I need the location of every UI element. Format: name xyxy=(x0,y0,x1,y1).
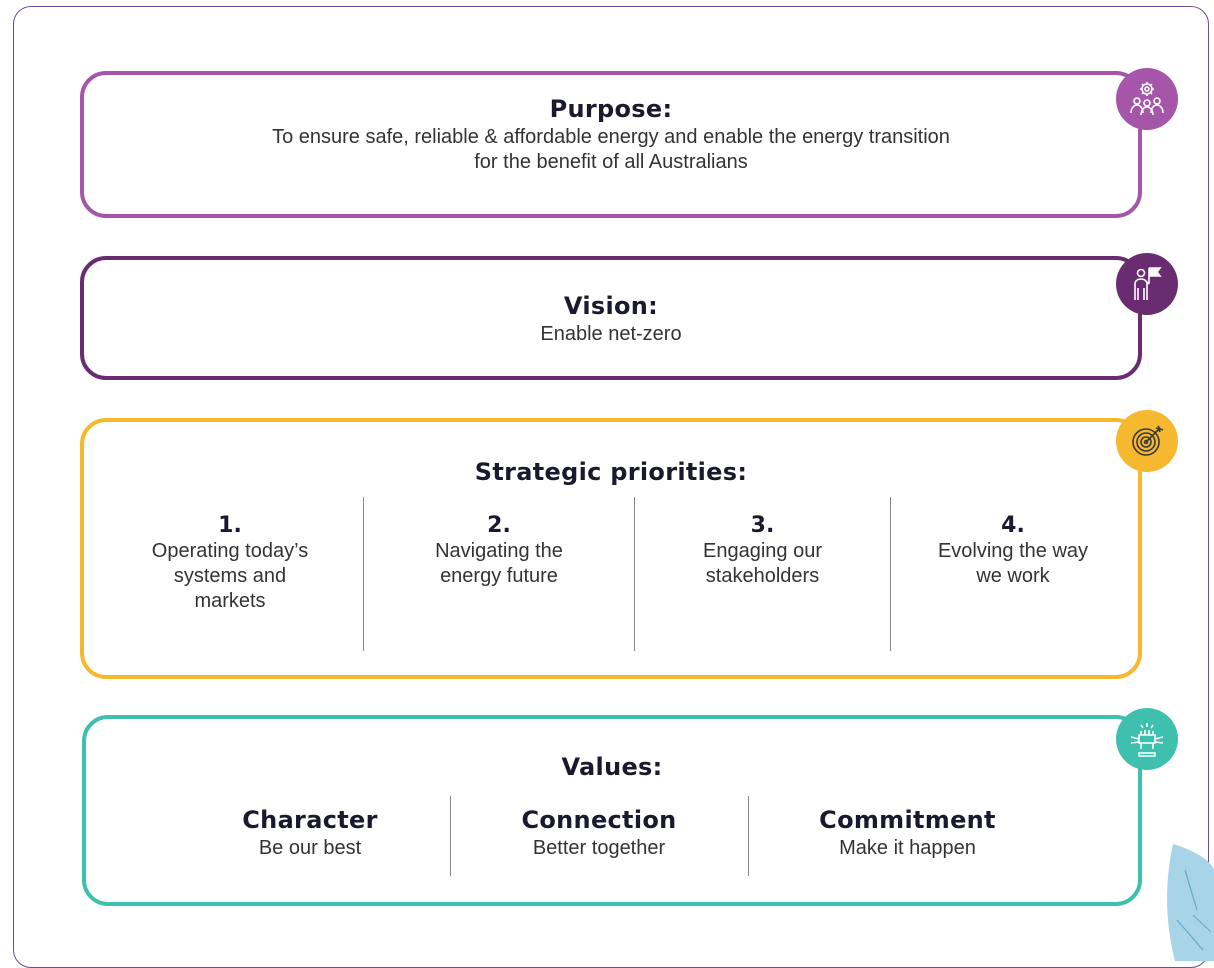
priorities-title: Strategic priorities: xyxy=(474,458,748,486)
purpose-line-1: To ensure safe, reliable & affordable en… xyxy=(272,126,950,148)
values-title: Values: xyxy=(561,753,663,781)
priority-3-line-1: Engaging our xyxy=(703,540,822,562)
priorities-divider-2 xyxy=(634,497,635,651)
purpose-title: Purpose: xyxy=(549,95,673,123)
priorities-divider-1 xyxy=(363,497,364,651)
person-flag-icon xyxy=(1116,253,1178,315)
priority-2-number: 2. xyxy=(487,513,511,538)
vision-title: Vision: xyxy=(563,292,659,320)
value-commitment-desc: Make it happen xyxy=(839,837,976,859)
priorities-divider-3 xyxy=(890,497,891,651)
vision-text: Enable net-zero xyxy=(540,323,682,345)
priority-2-line-2: energy future xyxy=(440,565,558,587)
priority-1: 1. Operating today’s systems and markets xyxy=(110,513,350,614)
value-connection-name: Connection xyxy=(521,806,677,834)
priority-3-line-2: stakeholders xyxy=(705,565,820,587)
priority-2: 2. Navigating the energy future xyxy=(378,513,620,589)
values-divider-1 xyxy=(450,796,451,876)
priority-1-line-2: systems and xyxy=(173,565,287,587)
value-character-name: Character xyxy=(242,806,378,834)
priority-1-number: 1. xyxy=(218,513,242,538)
people-gear-icon xyxy=(1116,68,1178,130)
leaf-decoration-icon xyxy=(1167,844,1214,961)
priority-1-line-3: markets xyxy=(194,590,266,612)
target-icon xyxy=(1116,410,1178,472)
value-commitment-name: Commitment xyxy=(819,806,996,834)
priority-4: 4. Evolving the way we work xyxy=(900,513,1126,589)
priority-3: 3. Engaging our stakeholders xyxy=(645,513,880,589)
priorities-card: Strategic priorities: xyxy=(80,418,1142,679)
priority-1-line-1: Operating today’s xyxy=(151,540,309,562)
value-commitment: Commitment Make it happen xyxy=(780,805,1035,861)
values-divider-2 xyxy=(748,796,749,876)
priority-4-line-1: Evolving the way xyxy=(937,540,1089,562)
values-card: Values: xyxy=(82,715,1142,906)
priority-4-line-2: we work xyxy=(976,565,1050,587)
value-connection: Connection Better together xyxy=(478,805,720,861)
value-character-desc: Be our best xyxy=(258,837,362,859)
purpose-card: Purpose: To ensure safe, reliable & affo… xyxy=(80,71,1142,218)
value-connection-desc: Better together xyxy=(532,837,666,859)
priority-4-number: 4. xyxy=(1001,513,1025,538)
vision-card: Vision: Enable net-zero xyxy=(80,256,1142,380)
priority-2-line-1: Navigating the xyxy=(435,540,563,562)
purpose-line-2: for the benefit of all Australians xyxy=(474,151,748,173)
value-character: Character Be our best xyxy=(190,805,430,861)
priority-3-number: 3. xyxy=(750,513,775,538)
hands-together-icon xyxy=(1116,708,1178,770)
